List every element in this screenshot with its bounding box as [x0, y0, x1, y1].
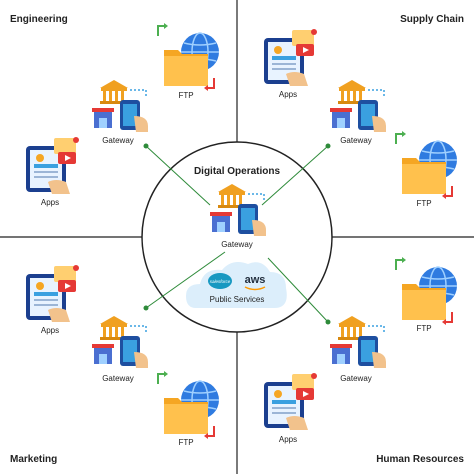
- ftp-label-human-resources: FTP: [416, 324, 431, 333]
- aws-logo-text: aws: [245, 274, 266, 286]
- connector-marketing: [145, 251, 226, 309]
- gateway-label-human-resources: Gateway: [340, 374, 372, 383]
- ftp-icon: [395, 130, 458, 200]
- connector-supply-chain: [261, 145, 329, 206]
- apps-label-engineering: Apps: [41, 198, 59, 207]
- ftp-icon: [157, 370, 220, 440]
- center-title: Digital Operations: [194, 166, 281, 177]
- connector-human-resources: [267, 257, 329, 323]
- gateway-label-marketing: Gateway: [102, 374, 134, 383]
- gateway-icon: [91, 79, 149, 133]
- salesforce-logo-text: salesforce: [210, 279, 231, 284]
- aws-smile-icon: [244, 286, 266, 291]
- apps-icon: [26, 265, 79, 322]
- gateway-label-supply-chain: Gateway: [340, 136, 372, 145]
- gateway-icon: [91, 315, 149, 369]
- apps-icon: [26, 137, 79, 194]
- ftp-icon: [395, 256, 458, 326]
- ftp-label-engineering: FTP: [178, 91, 193, 100]
- salesforce-logo-icon: [208, 273, 232, 289]
- cloud-icon: [186, 262, 287, 308]
- apps-label-human-resources: Apps: [279, 435, 297, 444]
- gateway-label-engineering: Gateway: [102, 136, 134, 145]
- quadrant-title-supply-chain: Supply Chain: [400, 14, 464, 25]
- connector-engineering: [145, 145, 211, 206]
- ftp-icon: [157, 22, 220, 92]
- connector-dot-marketing: [143, 305, 149, 311]
- apps-label-supply-chain: Apps: [279, 90, 297, 99]
- apps-icon: [264, 373, 317, 430]
- public-services-label: Public Services: [210, 295, 265, 304]
- connector-dot-supply-chain: [325, 143, 331, 149]
- center-gateway-label: Gateway: [221, 240, 253, 249]
- connector-dot-engineering: [143, 143, 149, 149]
- gateway-icon: [329, 315, 387, 369]
- connectors: [145, 145, 329, 323]
- quadrant-title-human-resources: Human Resources: [376, 454, 464, 465]
- quadrant-title-marketing: Marketing: [10, 454, 57, 465]
- apps-label-marketing: Apps: [41, 326, 59, 335]
- gateway-icon: [329, 79, 387, 133]
- ftp-label-supply-chain: FTP: [416, 199, 431, 208]
- quadrant-title-engineering: Engineering: [10, 14, 68, 25]
- apps-icon: [264, 29, 317, 86]
- connector-dot-human-resources: [325, 319, 331, 325]
- ftp-label-marketing: FTP: [178, 438, 193, 447]
